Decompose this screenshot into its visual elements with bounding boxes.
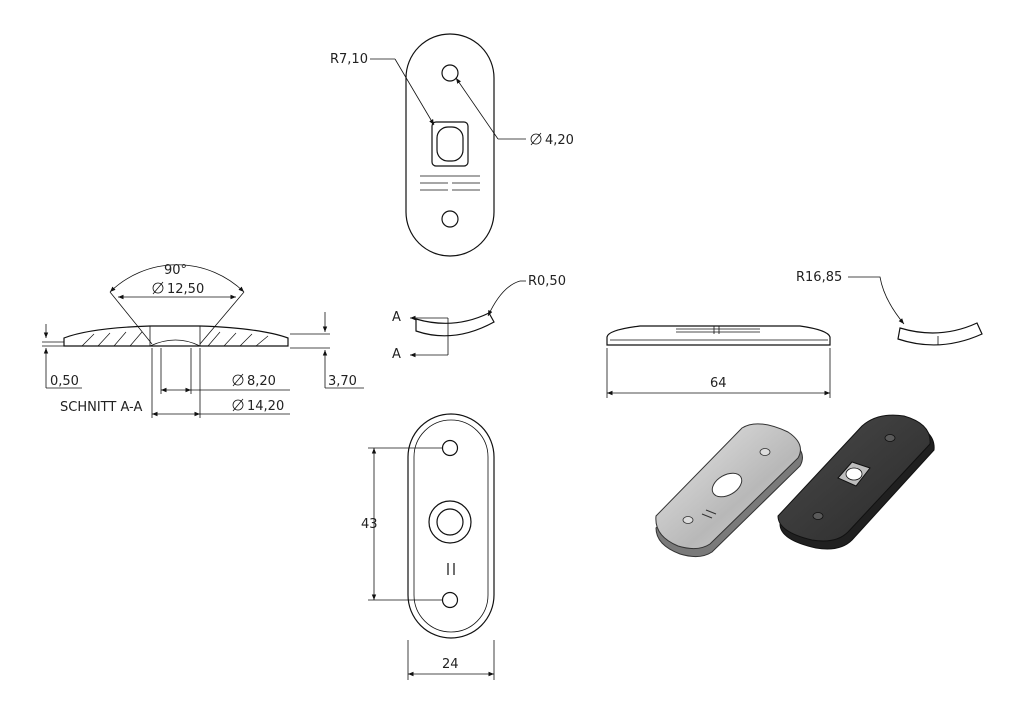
- top-view: R7,10 4,20: [330, 33, 574, 257]
- r-0-50-label: R0,50: [528, 274, 566, 289]
- len-64-label: 64: [710, 376, 727, 391]
- svg-text:8,20: 8,20: [247, 374, 276, 389]
- svg-text:4,20: 4,20: [545, 133, 574, 148]
- dia-8-20-label: 8,20: [232, 373, 276, 389]
- section-view: 90° 12,50 0,50: [42, 263, 364, 418]
- section-marker-view: A A R0,50: [392, 274, 566, 362]
- svg-text:14,20: 14,20: [247, 399, 284, 414]
- svg-text:12,50: 12,50: [167, 282, 204, 297]
- section-a-bottom: A: [392, 347, 401, 362]
- front-view: 43 24: [361, 413, 495, 680]
- dia-12-50-label: 12,50: [152, 281, 204, 297]
- angle-90-label: 90°: [164, 263, 187, 278]
- section-a-top: A: [392, 310, 401, 325]
- side-view: 64 R16,85: [606, 270, 983, 398]
- len-43-label: 43: [361, 517, 378, 532]
- r-7-10-label: R7,10: [330, 52, 368, 67]
- t-3-70-label: 3,70: [328, 374, 357, 389]
- t-0-50-label: 0,50: [50, 374, 79, 389]
- r-16-85-label: R16,85: [796, 270, 842, 285]
- dia-14-20-label: 14,20: [232, 398, 284, 414]
- section-label: SCHNITT A-A: [60, 400, 142, 415]
- dia-4-20-label: 4,20: [530, 132, 574, 148]
- isometric-top-part: [655, 423, 803, 558]
- len-24-label: 24: [442, 657, 459, 672]
- isometric-bottom-part: [777, 414, 935, 550]
